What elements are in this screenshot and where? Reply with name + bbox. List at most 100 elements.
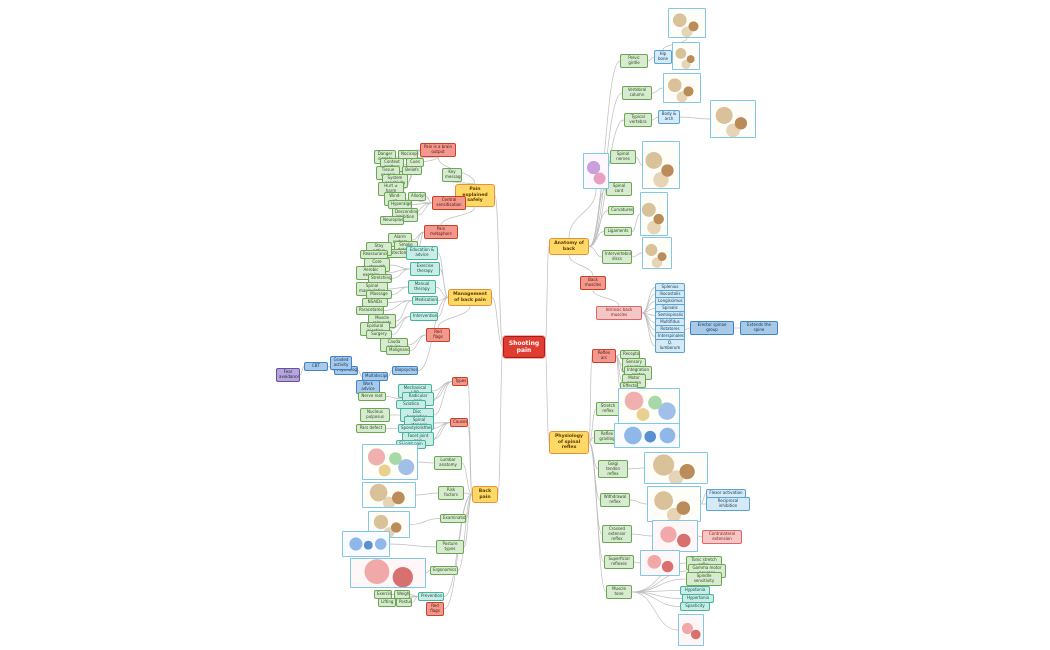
topic-node-bl1[interactable]: Erector spinae group	[690, 321, 734, 335]
topic-node-p1[interactable]: Intrinsic back muscles	[596, 306, 642, 320]
topic-node-a4[interactable]: Spinal nerves	[610, 150, 636, 164]
topic-node-q2[interactable]: Exercise therapy	[410, 262, 440, 276]
topic-node-q5[interactable]: Interventions	[410, 312, 438, 321]
topic-node-a5[interactable]: Spinal cord	[606, 182, 632, 196]
edge-rr2-t7	[433, 422, 451, 440]
topic-node-w3[interactable]: Contralateral extension	[702, 530, 742, 544]
main-topic-m2[interactable]: Physiology of spinal reflex	[549, 431, 589, 454]
image-node-i6[interactable]	[640, 192, 668, 236]
edge-s8-h5	[631, 591, 683, 599]
topic-node-pa1[interactable]: Key messages	[442, 168, 462, 182]
main-topic-m4[interactable]: Management of back pain	[448, 289, 492, 306]
edge-p1-mu2	[641, 294, 656, 314]
edge-m5-rr1	[467, 381, 473, 495]
edge-p1-mu9	[641, 312, 656, 347]
topic-node-e3[interactable]: Examination	[440, 514, 466, 523]
image-node-j3[interactable]	[644, 452, 708, 484]
main-topic-m5[interactable]: Back pain	[472, 486, 498, 503]
topic-node-q1[interactable]: Education & advice	[406, 246, 438, 260]
topic-node-rr1[interactable]: Types	[452, 377, 468, 386]
image-node-j1[interactable]	[618, 388, 680, 424]
edge-p1-mu8	[641, 312, 656, 337]
topic-node-v6[interactable]: Graded activity	[330, 356, 352, 370]
edge-a7-i6	[631, 213, 641, 232]
topic-node-a6[interactable]: Curvatures	[608, 206, 634, 215]
topic-node-t11[interactable]: Pars defect	[356, 424, 386, 433]
topic-node-s2[interactable]: Stretch reflex	[596, 402, 620, 416]
edge-m5-e5	[457, 494, 473, 571]
edge-m4-q3	[435, 286, 449, 298]
topic-node-q6[interactable]: Red flags	[426, 328, 450, 342]
topic-node-a2[interactable]: Vertebral column	[622, 86, 652, 100]
topic-node-a7[interactable]: Ligaments	[604, 227, 632, 236]
topic-node-q4[interactable]: Medications	[412, 296, 438, 305]
topic-node-e1[interactable]: Lumbar anatomy	[434, 456, 462, 470]
edge-e3-k3	[409, 518, 441, 525]
topic-node-ca1[interactable]: Hip bone	[654, 50, 672, 64]
topic-node-e2[interactable]: Risk factors	[438, 486, 464, 500]
topic-node-v4[interactable]: CBT	[304, 362, 328, 371]
topic-node-e6[interactable]: Prevention	[418, 592, 444, 601]
edge-s6-j5	[631, 533, 653, 537]
topic-node-v5[interactable]: Fear avoidance	[276, 368, 300, 382]
topic-node-s1[interactable]: Reflex arc	[592, 349, 616, 363]
edge-p1-mu4	[641, 308, 656, 314]
topic-node-s6[interactable]: Crossed extensor reflex	[602, 525, 632, 544]
topic-node-h3[interactable]: Spindle sensitivity	[686, 572, 722, 586]
topic-node-r1[interactable]: Back muscles	[580, 276, 606, 290]
edge-m2-s4	[588, 442, 599, 470]
topic-node-a8[interactable]: Intervertebral discs	[602, 250, 632, 264]
topic-node-rr3[interactable]: Red flags	[426, 602, 444, 616]
image-node-i7[interactable]	[642, 237, 672, 269]
edge-p1-mu6	[641, 312, 656, 323]
topic-node-s8[interactable]: Muscle tone	[606, 585, 632, 599]
image-node-i3[interactable]	[663, 73, 701, 103]
edge-q3-l6	[387, 286, 409, 290]
image-node-j4[interactable]	[647, 486, 701, 522]
image-node-j2[interactable]	[614, 423, 680, 448]
topic-node-e4[interactable]: Posture types	[436, 540, 464, 554]
topic-node-h6[interactable]: Spasticity	[680, 602, 710, 611]
topic-node-ca3[interactable]: Body & arch	[658, 110, 680, 124]
topic-node-s5[interactable]: Withdrawal reflex	[600, 493, 630, 507]
topic-node-t10[interactable]: Nucleus pulposus	[360, 408, 390, 422]
topic-node-rc[interactable]: Pain metaphors	[424, 225, 458, 239]
topic-node-s4[interactable]: Golgi tendon reflex	[598, 460, 628, 479]
topic-node-f3[interactable]: Lifting	[378, 598, 396, 607]
topic-node-mu9[interactable]: Q. lumborum	[655, 339, 685, 353]
topic-node-gb5[interactable]: Neuroplasticity	[380, 216, 404, 225]
image-node-i2[interactable]	[672, 42, 700, 70]
image-node-i0[interactable]	[583, 153, 609, 189]
edge-rc-gc1	[411, 231, 425, 241]
image-node-j6[interactable]	[640, 550, 680, 576]
image-node-k1[interactable]	[362, 444, 418, 480]
topic-node-q3[interactable]: Manual therapy	[408, 280, 436, 294]
topic-node-e5[interactable]: Ergonomics	[430, 566, 458, 575]
topic-node-rr2[interactable]: Causes	[450, 418, 468, 427]
image-node-k5[interactable]	[350, 558, 426, 588]
image-node-i1[interactable]	[668, 8, 706, 38]
edge-s8-h3	[631, 578, 687, 593]
topic-node-rb[interactable]: Central sensitisation	[432, 196, 466, 210]
topic-node-s7[interactable]: Superficial reflexes	[604, 555, 634, 569]
topic-node-v1[interactable]: Biopsychosocial	[392, 366, 418, 375]
edge-q3-l7	[391, 286, 409, 295]
topic-node-l14[interactable]: Malignancy	[386, 346, 410, 355]
image-node-k2[interactable]	[362, 482, 416, 508]
topic-node-ra[interactable]: Pain is a brain output	[420, 143, 456, 157]
image-node-k4[interactable]	[342, 531, 390, 557]
topic-node-l12[interactable]: Surgery	[366, 330, 392, 339]
topic-node-t9[interactable]: Nerve root	[358, 392, 386, 401]
topic-node-f4[interactable]: Posture	[396, 598, 412, 607]
image-node-j5[interactable]	[652, 520, 698, 552]
main-topic-m1[interactable]: Anatomy of back	[549, 238, 589, 255]
image-node-j7[interactable]	[678, 614, 704, 646]
topic-node-w2[interactable]: Reciprocal inhibition	[706, 497, 750, 511]
central-topic-c0[interactable]: Shooting pain	[503, 336, 545, 359]
topic-node-a1[interactable]: Pelvic girdle	[620, 54, 648, 68]
topic-node-a3[interactable]: Typical vertebra	[624, 113, 652, 127]
image-node-i4[interactable]	[710, 100, 756, 138]
image-node-i5[interactable]	[642, 141, 680, 189]
topic-node-bl2[interactable]: Extends the spine	[740, 321, 778, 335]
